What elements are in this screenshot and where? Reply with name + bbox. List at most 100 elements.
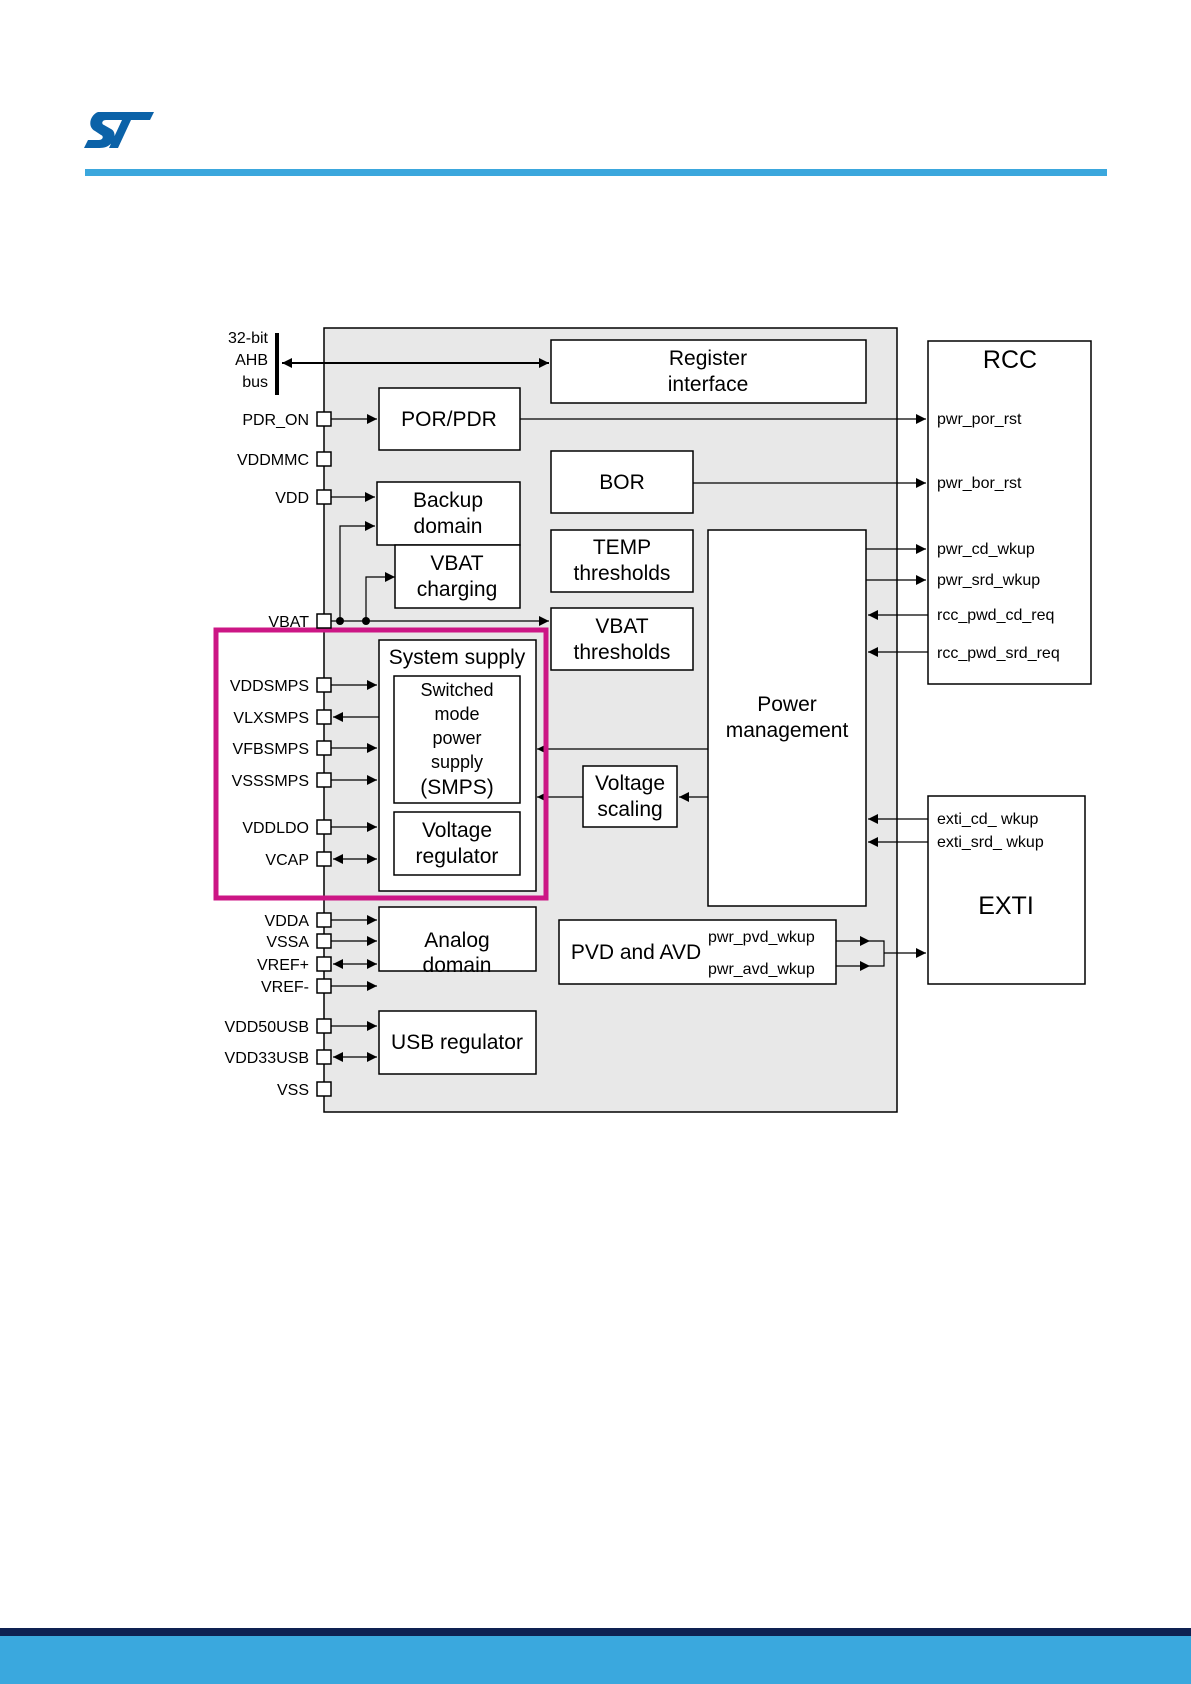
vbat-thresholds-label2: thresholds	[574, 641, 671, 664]
footer-dark-stripe	[0, 1628, 1191, 1636]
pin-vddmmc	[316, 451, 332, 467]
rcc-signal-pwd-cd-req: rcc_pwd_cd_req	[937, 607, 1054, 624]
pin-vbat	[316, 613, 332, 629]
pin-label-vdd50usb: VDD50USB	[225, 1019, 309, 1036]
vbat-to-backup-wire	[339, 521, 375, 621]
pin-label-vlxsmps: VLXSMPS	[233, 710, 309, 727]
voltage-scaling-label1: Voltage	[595, 772, 665, 795]
pvd-avd-label: PVD and AVD	[571, 941, 701, 964]
exti-signal-srd-wkup: exti_srd_ wkup	[937, 834, 1044, 851]
ahb-label-line3: bus	[242, 374, 268, 391]
vbat-thresholds-label1: VBAT	[595, 615, 648, 638]
pin-vfbsmps	[316, 740, 332, 756]
voltage-regulator-label2: regulator	[416, 845, 499, 868]
exti-block	[927, 795, 1086, 985]
register-interface-block	[550, 339, 867, 404]
ahb-label-line1: 32-bit	[228, 330, 269, 347]
pin-label-vssa: VSSA	[266, 934, 309, 951]
smps-label5: (SMPS)	[420, 776, 494, 799]
vbat-thresholds-block	[550, 607, 694, 671]
system-supply-label: System supply	[389, 646, 526, 669]
vbat-charging-label1: VBAT	[430, 552, 483, 575]
pin-vref-plus	[316, 956, 332, 972]
pin-vdda	[316, 912, 332, 928]
pin-label-vddmmc: VDDMMC	[237, 452, 309, 469]
pvd-signal-avd-wkup: pwr_avd_wkup	[708, 961, 815, 978]
rcc-signal-cd-wkup: pwr_cd_wkup	[937, 541, 1035, 558]
voltage-scaling-block	[582, 765, 678, 828]
ahb-label-line2: AHB	[235, 352, 268, 369]
pin-vref-minus	[316, 978, 332, 994]
voltage-regulator-block	[393, 811, 521, 876]
footer-band	[0, 1636, 1191, 1684]
pin-label-vbat: VBAT	[268, 614, 309, 631]
pin-vsssmps	[316, 772, 332, 788]
pvd-avd-block	[558, 919, 837, 985]
rcc-signal-por-rst: pwr_por_rst	[937, 411, 1022, 428]
header-rule	[85, 169, 1107, 176]
pin-vddldo	[316, 819, 332, 835]
vbat-charging-block	[394, 544, 521, 609]
pin-vss	[316, 1081, 332, 1097]
por-pdr-label: POR/PDR	[401, 408, 497, 431]
vbat-charging-wire	[365, 572, 395, 621]
pin-label-vddldo: VDDLDO	[242, 820, 309, 837]
pin-vdd33usb	[316, 1049, 332, 1065]
pin-vddsmps	[316, 677, 332, 693]
pin-vlxsmps	[316, 709, 332, 725]
pins	[316, 411, 332, 1097]
pin-vssa	[316, 933, 332, 949]
bor-label: BOR	[599, 471, 645, 494]
pin-label-vcap: VCAP	[265, 852, 309, 869]
backup-domain-block	[376, 481, 521, 546]
pin-label-vref-plus: VREF+	[257, 957, 309, 974]
backup-domain-label1: Backup	[413, 489, 483, 512]
pin-pdr-on	[316, 411, 332, 427]
temp-thresholds-label1: TEMP	[593, 536, 651, 559]
smps-label3: power	[432, 728, 481, 748]
vbat-junction-2	[362, 617, 370, 625]
temp-thresholds-block	[550, 529, 694, 593]
voltage-regulator-label1: Voltage	[422, 819, 492, 842]
pin-label-vsssmps: VSSSMPS	[232, 773, 309, 790]
por-pdr-block	[378, 387, 521, 451]
rcc-signal-bor-rst: pwr_bor_rst	[937, 475, 1022, 492]
exti-title: EXTI	[978, 892, 1034, 920]
exti-signal-cd-wkup: exti_cd_ wkup	[937, 811, 1038, 828]
pin-connections	[331, 414, 379, 1062]
pin-vcap	[316, 851, 332, 867]
rcc-signal-srd-wkup: pwr_srd_wkup	[937, 572, 1040, 589]
pin-label-vdda: VDDA	[265, 913, 310, 930]
usb-regulator-label: USB regulator	[391, 1031, 523, 1054]
power-management-label1: Power	[757, 693, 817, 716]
pin-label-vfbsmps: VFBSMPS	[233, 741, 309, 758]
bor-block	[550, 450, 694, 514]
vbat-charging-label2: charging	[417, 578, 498, 601]
smps-label4: supply	[431, 752, 483, 772]
power-management-block	[707, 529, 867, 907]
smps-block	[393, 675, 521, 804]
pin-label-vddsmps: VDDSMPS	[230, 678, 309, 695]
pin-label-vdd33usb: VDD33USB	[225, 1050, 309, 1067]
smps-label2: mode	[434, 704, 479, 724]
system-supply-highlight	[213, 627, 549, 901]
temp-thresholds-label2: thresholds	[574, 562, 671, 585]
rcc-signal-pwd-srd-req: rcc_pwd_srd_req	[937, 645, 1060, 662]
analog-domain-label2: domain	[423, 954, 492, 977]
pin-vdd	[316, 489, 332, 505]
analog-domain-block	[378, 906, 537, 972]
pin-vdd50usb	[316, 1018, 332, 1034]
st-logo	[84, 112, 154, 148]
power-management-label2: management	[726, 719, 849, 742]
backup-domain-label2: domain	[414, 515, 483, 538]
voltage-scaling-label2: scaling	[597, 798, 662, 821]
pin-label-pdr-on: PDR_ON	[242, 412, 309, 429]
pin-label-vdd: VDD	[275, 490, 309, 507]
register-interface-label2: interface	[668, 373, 749, 396]
pin-label-vref-minus: VREF-	[261, 979, 309, 996]
rcc-title: RCC	[983, 346, 1037, 374]
register-interface-label1: Register	[669, 347, 747, 370]
pvd-signal-pvd-wkup: pwr_pvd_wkup	[708, 929, 815, 946]
smps-label1: Switched	[420, 680, 493, 700]
